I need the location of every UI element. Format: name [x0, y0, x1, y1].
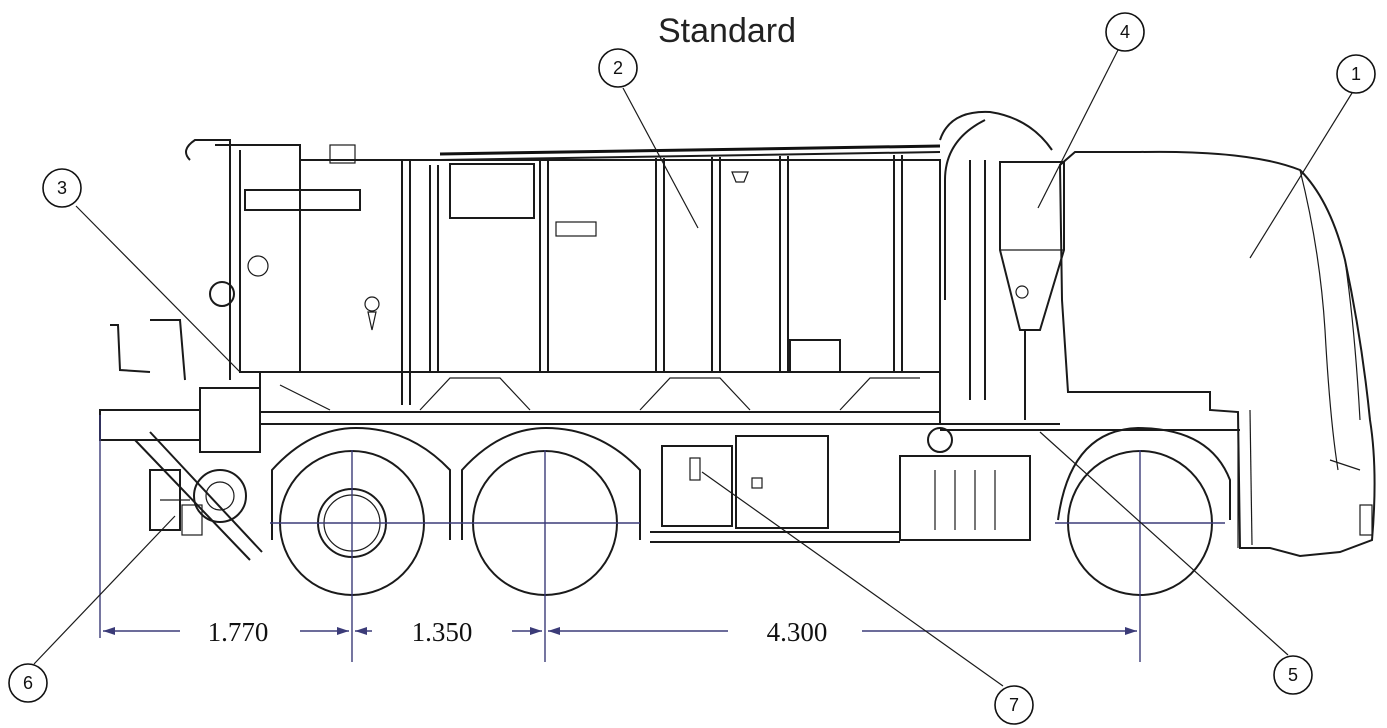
- axle-centerlines: [99, 415, 1225, 662]
- callout-5: 5: [1273, 655, 1313, 695]
- truck-drawing: [99, 110, 1376, 662]
- dim-axle-spacing-label: 1.350: [412, 617, 473, 647]
- callout-6: 6: [8, 663, 48, 703]
- side-boxes: [650, 427, 1031, 543]
- rear-equipment: [99, 319, 263, 561]
- chassis-frame: [259, 371, 1240, 431]
- callout-3: 3: [42, 168, 82, 208]
- svg-text:1: 1: [1351, 64, 1361, 84]
- svg-text:4: 4: [1120, 22, 1130, 42]
- dim-wheelbase-label: 4.300: [767, 617, 828, 647]
- cab: [1058, 150, 1376, 558]
- callout-7: 7: [994, 685, 1034, 725]
- svg-text:3: 3: [57, 178, 67, 198]
- callout-2: 2: [598, 48, 638, 88]
- diagram-title: Standard: [658, 12, 796, 50]
- leader-lines: [33, 49, 1353, 687]
- svg-text:2: 2: [613, 58, 623, 78]
- dim-rear-overhang-label: 1.770: [208, 617, 269, 647]
- callout-4: 4: [1105, 12, 1145, 52]
- svg-text:5: 5: [1288, 665, 1298, 685]
- tank-body: [185, 139, 941, 405]
- dimension-lines: [103, 627, 1137, 635]
- mudguards: [271, 426, 1231, 540]
- callout-1: 1: [1336, 54, 1376, 94]
- svg-text:6: 6: [23, 673, 33, 693]
- cyclone-filter: [939, 110, 1065, 420]
- svg-text:7: 7: [1009, 695, 1019, 715]
